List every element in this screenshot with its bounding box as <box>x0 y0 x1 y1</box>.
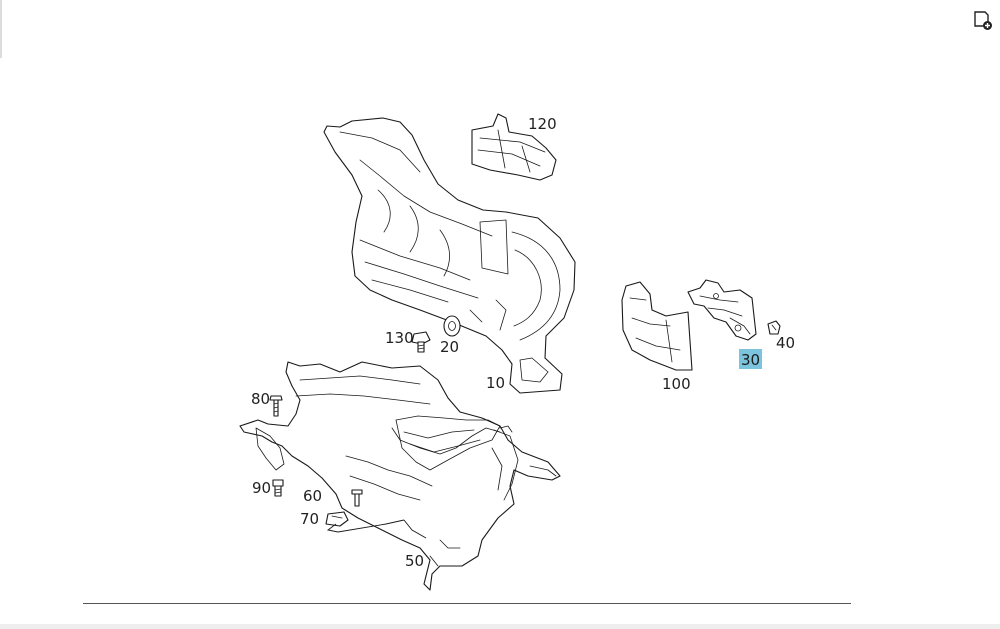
panel-edge <box>0 0 2 58</box>
callout-70[interactable]: 70 <box>300 510 319 528</box>
callout-30-highlight <box>739 349 762 369</box>
callout-100[interactable]: 100 <box>662 375 691 393</box>
callout-120[interactable]: 120 <box>528 115 557 133</box>
callout-40[interactable]: 40 <box>776 334 795 352</box>
part-80[interactable] <box>269 395 283 417</box>
part-60[interactable] <box>351 489 363 507</box>
baseline-divider <box>83 603 851 604</box>
add-page-button[interactable] <box>972 10 994 32</box>
callout-50[interactable]: 50 <box>405 552 424 570</box>
page-add-icon <box>974 11 992 30</box>
callout-80[interactable]: 80 <box>251 390 270 408</box>
callout-10[interactable]: 10 <box>486 374 505 392</box>
callout-90[interactable]: 90 <box>252 479 271 497</box>
part-120[interactable] <box>471 113 557 181</box>
callout-20[interactable]: 20 <box>440 338 459 356</box>
part-20[interactable] <box>443 315 461 337</box>
callout-130[interactable]: 130 <box>385 329 414 347</box>
callout-labels: 120 130 20 10 100 30 40 80 90 60 70 50 <box>251 115 795 570</box>
callout-30[interactable]: 30 <box>741 351 760 369</box>
leader-lines <box>326 519 427 539</box>
part-30[interactable] <box>687 279 757 341</box>
bottom-strip <box>0 624 1000 629</box>
part-100[interactable] <box>621 281 693 371</box>
part-10[interactable] <box>323 117 576 394</box>
callout-60[interactable]: 60 <box>303 487 322 505</box>
part-130[interactable] <box>411 331 431 353</box>
part-90[interactable] <box>272 479 284 497</box>
part-40[interactable] <box>767 320 781 335</box>
part-70[interactable] <box>325 511 349 527</box>
part-50[interactable] <box>239 361 561 591</box>
